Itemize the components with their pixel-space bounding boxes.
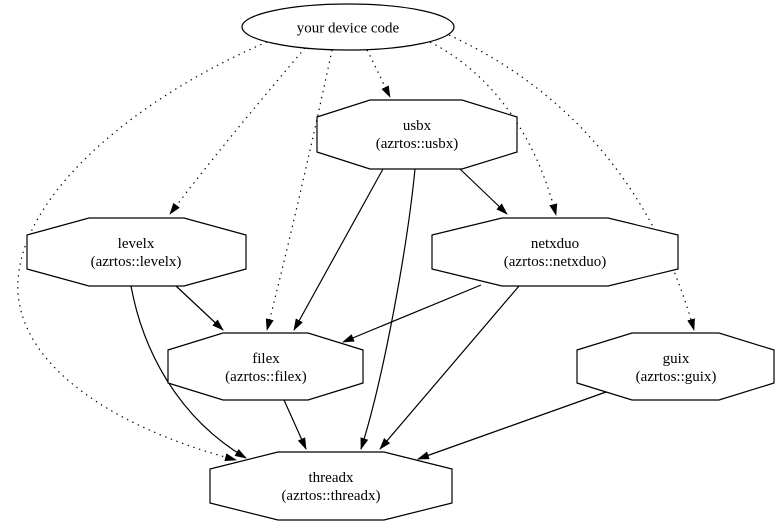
edge-layer <box>17 34 695 462</box>
node-sublabel: (azrtos::usbx) <box>376 136 458 152</box>
edge-usbx-netxduo <box>459 168 508 215</box>
node-label: your device code <box>297 21 400 37</box>
node-netxduo: netxduo (azrtos::netxduo) <box>431 217 679 287</box>
octagon-shape <box>209 451 453 521</box>
node-sublabel: (azrtos::netxduo) <box>504 254 606 270</box>
node-layer: your device code usbx (azrtos::usbx) lev… <box>26 3 775 521</box>
octagon-shape <box>316 99 518 170</box>
node-label: levelx <box>118 236 155 252</box>
node-label: filex <box>252 351 280 367</box>
node-label: netxduo <box>531 236 579 252</box>
edge-device-levelx <box>169 47 306 215</box>
edge-levelx-filex <box>175 285 224 331</box>
edge-usbx-filex <box>293 168 384 331</box>
octagon-shape <box>576 332 775 401</box>
node-levelx: levelx (azrtos::levelx) <box>26 217 247 287</box>
edge-device-guix <box>448 34 695 331</box>
edge-usbx-threadx <box>360 168 416 450</box>
edge-netxduo-filex <box>342 284 482 343</box>
node-sublabel: (azrtos::filex) <box>225 369 307 385</box>
node-guix: guix (azrtos::guix) <box>576 332 775 401</box>
octagon-shape <box>167 332 364 401</box>
node-sublabel: (azrtos::threadx) <box>281 488 380 504</box>
edge-device-filex <box>265 49 333 331</box>
node-sublabel: (azrtos::levelx) <box>91 254 182 270</box>
node-usbx: usbx (azrtos::usbx) <box>316 99 518 170</box>
edge-device-threadx <box>17 41 268 462</box>
octagon-shape <box>431 217 679 287</box>
node-label: guix <box>663 351 690 367</box>
node-sublabel: (azrtos::guix) <box>636 369 717 385</box>
edge-guix-threadx <box>417 391 607 460</box>
node-filex: filex (azrtos::filex) <box>167 332 364 401</box>
octagon-shape <box>26 217 247 287</box>
node-your-device-code: your device code <box>241 3 455 51</box>
node-label: threadx <box>309 470 354 486</box>
edge-netxduo-threadx <box>379 285 520 450</box>
ellipse-shape <box>241 3 455 51</box>
edge-device-usbx <box>366 49 391 98</box>
node-label: usbx <box>403 118 432 134</box>
node-threadx: threadx (azrtos::threadx) <box>209 451 453 521</box>
edge-levelx-threadx <box>130 285 247 459</box>
edge-filex-threadx <box>283 399 307 450</box>
